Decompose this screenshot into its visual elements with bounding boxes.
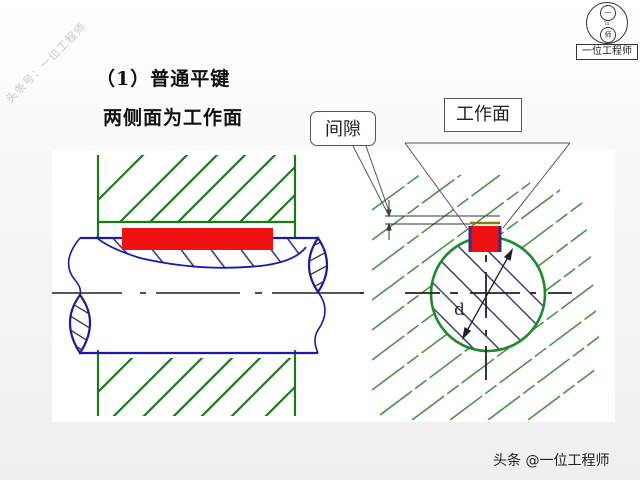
working-face-callout: 工作面: [444, 98, 522, 132]
diameter-dimension: [461, 248, 514, 340]
page-subtitle: 两侧面为工作面: [103, 107, 244, 129]
logo-middle-char: 位: [604, 20, 611, 27]
gap-callout: 间隙: [310, 111, 376, 146]
logo-emblem: 一 位 师: [586, 2, 628, 44]
shaft-outline: [67, 236, 329, 356]
gap-dimension: [385, 200, 500, 240]
brand-logo: 一 位 师 一位工程师: [576, 2, 638, 62]
diameter-label: d: [454, 300, 465, 320]
logo-top-char: 一: [600, 5, 616, 21]
logo-label: 一位工程师: [576, 44, 638, 60]
logo-bottom-char: 师: [600, 27, 616, 43]
footer-credit: 头条 @一位工程师: [493, 453, 610, 469]
hub-top-section: [96, 155, 297, 237]
flat-key: [122, 228, 273, 250]
key-section: [470, 226, 500, 252]
center-line-right: [360, 255, 572, 380]
page-title: （1）普通平键: [96, 68, 231, 90]
hub-bottom-section: [96, 350, 297, 416]
